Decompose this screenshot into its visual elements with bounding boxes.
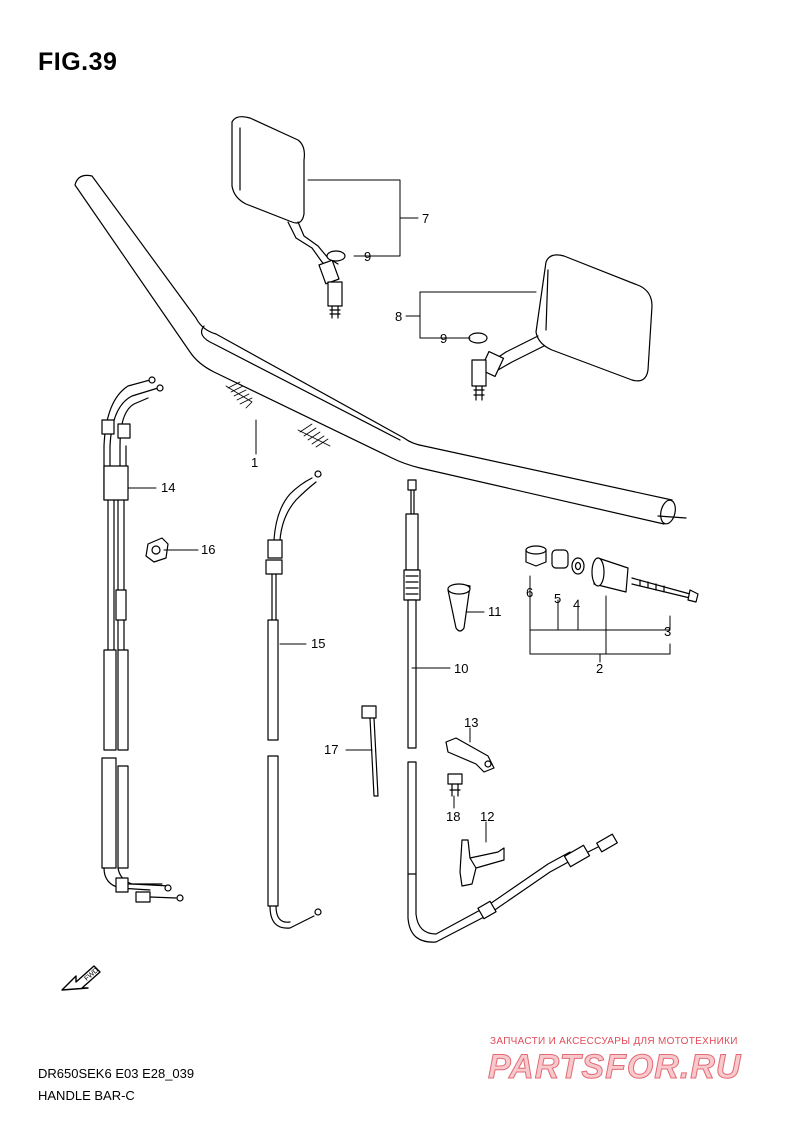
bolt[interactable] (447, 773, 463, 797)
watermark-tagline: ЗАПЧАСТИ И АКСЕССУАРЫ ДЛЯ МОТОТЕХНИКИ (490, 1036, 738, 1047)
knurl-band-right (297, 423, 331, 448)
choke-cable[interactable] (265, 470, 322, 929)
model-code: DR650SEK6 E03 E28_039 (38, 1066, 195, 1081)
callout-8: 8 (395, 309, 403, 324)
callout-17: 17 (324, 742, 339, 757)
balancer-nut[interactable] (525, 545, 547, 567)
section-name: HANDLE BAR-C (38, 1088, 135, 1103)
mirror-cap-left[interactable] (326, 250, 346, 262)
callout-12: 12 (480, 809, 495, 824)
throttle-grip[interactable] (447, 583, 471, 632)
callout-15: 15 (311, 636, 326, 651)
watermark-logo: PARTSFOR.RU (487, 1048, 742, 1087)
fwd-arrow-icon: FWD (61, 965, 101, 991)
mirror-cap-right[interactable] (468, 332, 488, 344)
leader-lines (127, 179, 671, 843)
throttle-cable-assy[interactable] (101, 376, 184, 903)
balancer-washer[interactable] (571, 557, 585, 575)
balancer-screw[interactable] (631, 577, 699, 603)
figure-title: FIG.39 (38, 48, 118, 76)
callout-7: 7 (422, 211, 430, 226)
callout-3: 3 (664, 624, 672, 639)
callout-9-left: 9 (364, 249, 372, 264)
callout-2: 2 (596, 661, 604, 676)
holder-bracket[interactable] (445, 737, 495, 773)
callout-13: 13 (464, 715, 479, 730)
knurl-band-left (225, 381, 253, 409)
callout-6: 6 (526, 585, 534, 600)
cable-guide-bracket[interactable] (459, 839, 505, 887)
clutch-cable[interactable] (403, 479, 618, 943)
callout-11: 11 (488, 604, 502, 619)
balancer-spacer[interactable] (551, 549, 569, 569)
callout-10: 10 (454, 661, 469, 676)
cable-clamp[interactable] (145, 537, 169, 563)
balancer-weight[interactable] (591, 557, 629, 593)
callout-18: 18 (446, 809, 461, 824)
handlebar[interactable] (74, 174, 687, 525)
callout-1: 1 (251, 455, 259, 470)
callout-14: 14 (161, 480, 176, 495)
mirror-left[interactable] (231, 116, 343, 319)
callout-5: 5 (554, 591, 562, 606)
mirror-right[interactable] (471, 254, 653, 401)
callout-16: 16 (201, 542, 216, 557)
callout-9-right: 9 (440, 331, 448, 346)
callout-4: 4 (573, 597, 581, 612)
cable-tie[interactable] (361, 705, 379, 797)
